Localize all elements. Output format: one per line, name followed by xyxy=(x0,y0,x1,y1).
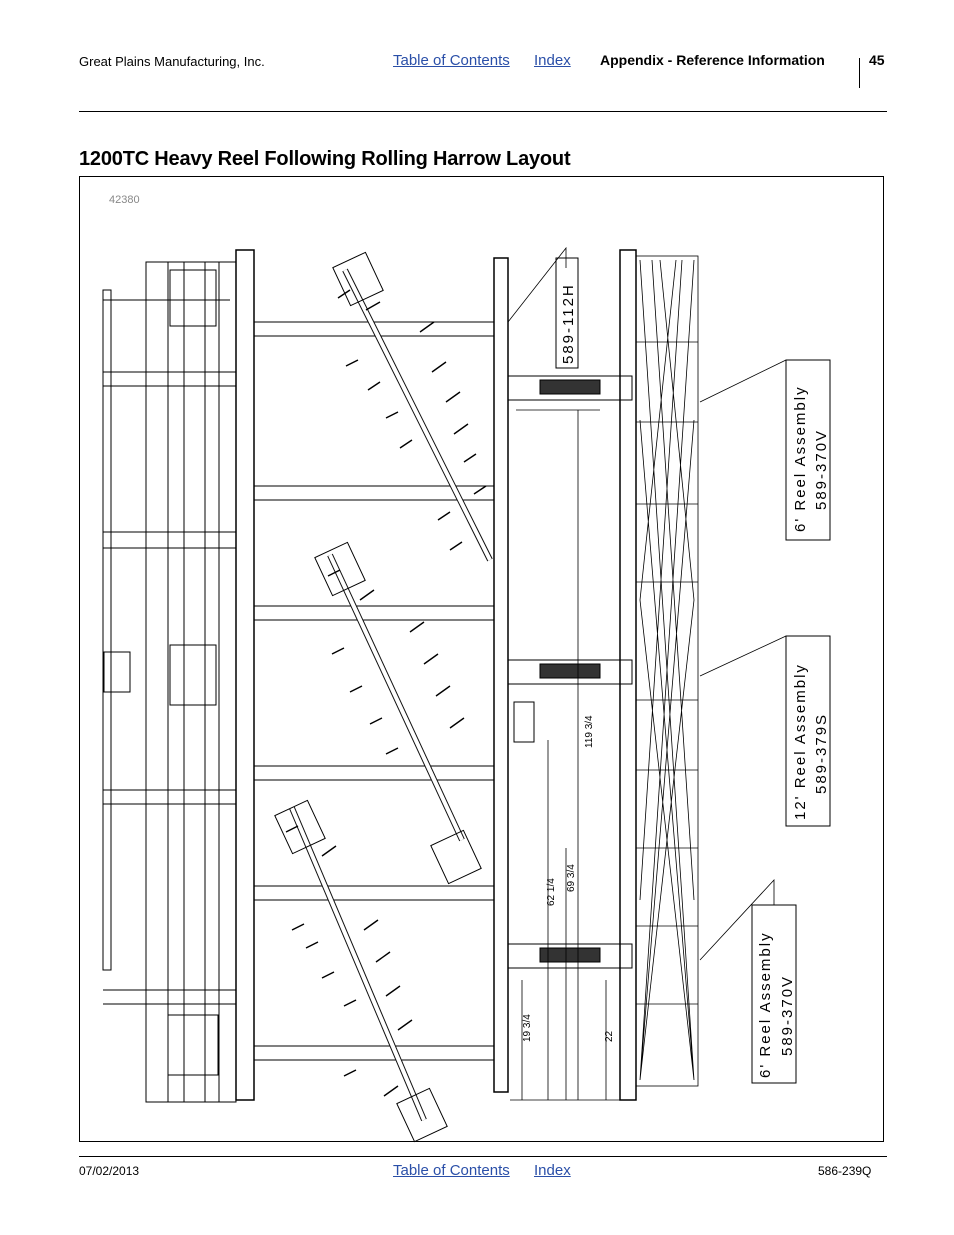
dim-62: 62 1/4 xyxy=(546,878,557,906)
dimension-lines xyxy=(510,409,620,1101)
callout-box-reel-top xyxy=(785,359,831,541)
tine-bars xyxy=(289,268,493,1122)
callout-box-reel-bot xyxy=(751,904,797,1084)
part-112h-label: 589-112H xyxy=(560,283,577,364)
page-number: 45 xyxy=(869,52,885,68)
footer-doc-number: 586-239Q xyxy=(818,1164,872,1178)
section-title: Appendix - Reference Information xyxy=(600,52,825,68)
layout-figure xyxy=(79,176,884,1142)
main-toolbar xyxy=(235,249,255,1101)
reel-bot-part: 589-370V xyxy=(779,975,796,1056)
callout-box-112h xyxy=(555,257,579,369)
footer-toc-link[interactable]: Table of Contents xyxy=(393,1162,510,1179)
footer-index-link[interactable]: Index xyxy=(534,1162,571,1179)
figure-number: 42380 xyxy=(109,194,140,206)
harrow-mount-bar xyxy=(493,257,509,1093)
reel-bot-label: 6' Reel Assembly xyxy=(757,931,774,1078)
left-frame xyxy=(102,261,237,1103)
reel-mid-label: 12' Reel Assembly xyxy=(792,663,809,820)
reel-mid-part: 589-379S xyxy=(813,713,830,794)
spring-assemblies xyxy=(507,375,633,969)
header-toc-link[interactable]: Table of Contents xyxy=(393,52,510,69)
dim-22: 22 xyxy=(604,1030,615,1042)
dim-69: 69 3/4 xyxy=(566,864,577,892)
company-name: Great Plains Manufacturing, Inc. xyxy=(79,54,265,69)
header-divider xyxy=(859,58,860,88)
dim-119: 119 3/4 xyxy=(584,715,595,748)
hub-mounts xyxy=(274,251,482,1143)
dim-19: 19 3/4 xyxy=(522,1014,533,1042)
cross-arms xyxy=(253,321,495,1061)
reel-lattice xyxy=(635,255,699,1087)
footer-date: 07/02/2013 xyxy=(79,1164,140,1178)
tines xyxy=(285,289,487,1097)
header-index-link[interactable]: Index xyxy=(534,52,571,69)
header-rule xyxy=(79,111,887,112)
page-title: 1200TC Heavy Reel Following Rolling Harr… xyxy=(79,148,571,170)
reel-frame xyxy=(619,249,637,1101)
reel-top-part: 589-370V xyxy=(813,429,830,510)
footer-rule xyxy=(79,1156,887,1157)
leader-lines xyxy=(507,246,787,961)
callout-box-reel-mid xyxy=(785,635,831,827)
reel-top-label: 6' Reel Assembly xyxy=(792,385,809,532)
